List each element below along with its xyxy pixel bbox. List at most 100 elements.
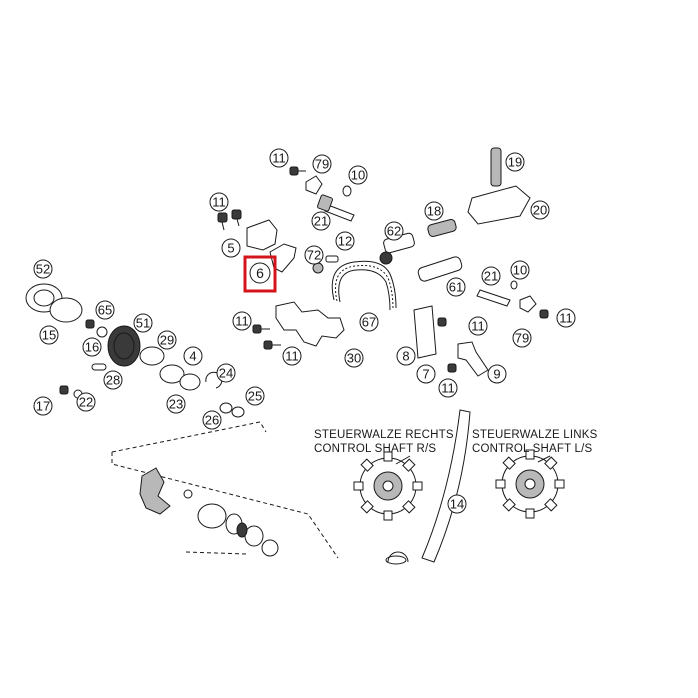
callout-65[interactable]: 65 <box>95 300 115 320</box>
gear-tooth <box>412 481 423 491</box>
callout-6[interactable]: 6 <box>249 262 271 284</box>
sensor-18 <box>427 218 457 238</box>
hose-14 <box>421 409 471 563</box>
callout-24[interactable]: 24 <box>216 363 236 383</box>
gear-tooth <box>353 481 364 491</box>
callout-30[interactable]: 30 <box>344 348 364 368</box>
leader-right <box>395 455 411 465</box>
svg-text:67: 67 <box>362 315 376 330</box>
oring-29 <box>139 346 165 366</box>
callouts: 11 79 10 19 11 21 18 20 62 5 72 12 6 52 … <box>33 148 576 514</box>
svg-text:19: 19 <box>508 155 522 170</box>
callout-28[interactable]: 28 <box>103 370 123 390</box>
gear-tooth <box>544 498 558 512</box>
callout-16[interactable]: 16 <box>82 337 102 357</box>
ring-15 <box>49 297 83 323</box>
callout-25[interactable]: 25 <box>245 386 265 406</box>
callout-61[interactable]: 61 <box>446 277 466 297</box>
gear-tooth <box>402 458 416 472</box>
svg-text:8: 8 <box>402 349 409 364</box>
screws-11-right <box>437 317 457 373</box>
callout-62[interactable]: 62 <box>384 221 404 241</box>
callout-10[interactable]: 10 <box>348 165 368 185</box>
svg-text:23: 23 <box>169 397 183 412</box>
oring-10 <box>342 185 352 197</box>
callout-partial-bottom <box>387 551 409 563</box>
callout-11[interactable]: 11 <box>468 316 488 336</box>
svg-text:14: 14 <box>450 497 464 512</box>
svg-text:6: 6 <box>256 265 264 281</box>
svg-text:28: 28 <box>106 373 120 388</box>
callout-11[interactable]: 11 <box>209 192 229 212</box>
screw-11-top <box>289 166 306 176</box>
captions: STEUERWALZE RECHTS CONTROL SHAFT R/S STE… <box>314 429 598 455</box>
screws-11-centre <box>252 324 281 350</box>
shaft-19 <box>490 147 502 187</box>
gear-tooth <box>495 479 506 489</box>
bolt-17 <box>59 385 69 395</box>
parts-artwork <box>25 147 565 565</box>
assembly-line-3 <box>185 551 247 555</box>
svg-text:11: 11 <box>272 151 286 166</box>
callout-72[interactable]: 72 <box>304 245 324 265</box>
callout-18[interactable]: 18 <box>424 201 444 221</box>
callout-11[interactable]: 11 <box>232 311 252 331</box>
callout-51[interactable]: 51 <box>133 313 153 333</box>
callout-23[interactable]: 23 <box>166 394 186 414</box>
callout-29[interactable]: 29 <box>157 330 177 350</box>
callout-7[interactable]: 7 <box>416 364 436 384</box>
callout-9[interactable]: 9 <box>487 364 507 384</box>
callout-5[interactable]: 5 <box>221 238 241 258</box>
bearing-4 <box>159 364 185 384</box>
callout-12[interactable]: 12 <box>335 231 355 251</box>
svg-text:12: 12 <box>338 234 352 249</box>
svg-text:4: 4 <box>189 349 196 364</box>
callout-26[interactable]: 26 <box>202 410 222 430</box>
gear-tooth <box>502 498 516 512</box>
housing-20 <box>467 185 531 225</box>
callout-11[interactable]: 11 <box>556 308 576 328</box>
callout-10[interactable]: 10 <box>510 260 530 280</box>
svg-text:16: 16 <box>85 340 99 355</box>
callout-15[interactable]: 15 <box>39 325 59 345</box>
callout-79[interactable]: 79 <box>512 328 532 348</box>
caption-right-de: STEUERWALZE RECHTS <box>314 429 454 441</box>
callout-14[interactable]: 14 <box>447 494 467 514</box>
highlight-box-part-6 <box>243 255 277 293</box>
svg-text:5: 5 <box>227 241 234 256</box>
callout-8[interactable]: 8 <box>396 346 416 366</box>
bolt-65 <box>85 319 95 329</box>
callout-21[interactable]: 21 <box>311 211 331 231</box>
sensor-61 <box>417 256 463 282</box>
svg-text:15: 15 <box>42 328 56 343</box>
elbow-9 <box>457 341 489 377</box>
control-shaft-right-gear <box>353 451 423 521</box>
plate-30 <box>275 301 345 347</box>
callout-19[interactable]: 19 <box>505 152 525 172</box>
callout-21[interactable]: 21 <box>481 266 501 286</box>
svg-text:22: 22 <box>79 395 93 410</box>
callout-67[interactable]: 67 <box>359 312 379 332</box>
callout-11[interactable]: 11 <box>269 148 289 168</box>
svg-text:79: 79 <box>315 157 329 172</box>
svg-text:24: 24 <box>219 366 233 381</box>
callout-11[interactable]: 11 <box>438 378 458 398</box>
assembly-line-1 <box>111 421 267 453</box>
callout-11[interactable]: 11 <box>282 346 302 366</box>
nut-72 <box>312 262 324 274</box>
pin-12 <box>325 255 339 263</box>
svg-text:11: 11 <box>559 311 573 326</box>
assembly-line-2 <box>111 452 339 559</box>
svg-text:21: 21 <box>484 269 498 284</box>
bracket-79 <box>305 175 323 195</box>
callout-20[interactable]: 20 <box>530 200 550 220</box>
callout-22[interactable]: 22 <box>76 392 96 412</box>
callout-79[interactable]: 79 <box>312 154 332 174</box>
callout-17[interactable]: 17 <box>33 396 53 416</box>
svg-text:62: 62 <box>387 224 401 239</box>
svg-text:21: 21 <box>314 214 328 229</box>
caption-left-de: STEUERWALZE LINKS <box>472 429 598 441</box>
callout-52[interactable]: 52 <box>33 259 53 279</box>
callout-4[interactable]: 4 <box>183 346 203 366</box>
